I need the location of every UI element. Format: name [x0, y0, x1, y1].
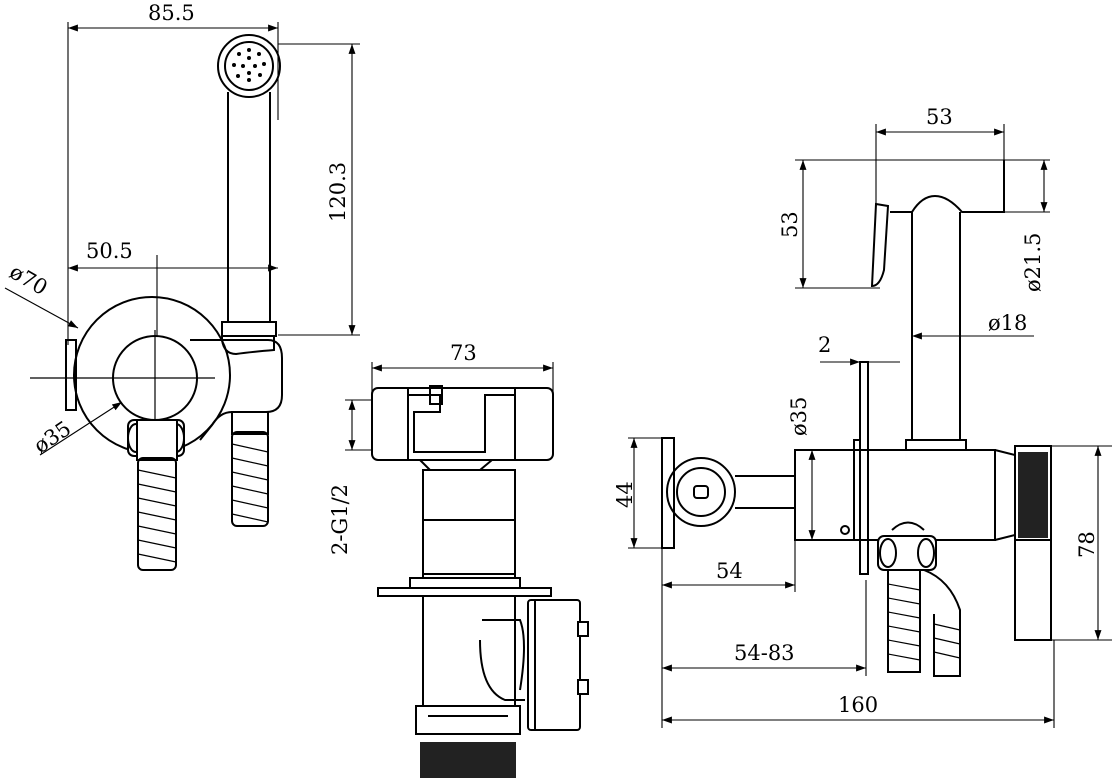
right-hose: [887, 569, 961, 677]
dim-label-dia70: ø70: [6, 260, 52, 300]
spray-nozzle-holes: [232, 48, 266, 82]
left-front-view: 85.5 120.3 50.5 ø70 ø35: [4, 1, 360, 571]
dim-label-dia18: ø18: [988, 311, 1027, 335]
dim-label-dia35-left: ø35: [29, 416, 75, 458]
left-hose: [137, 431, 269, 571]
dim-label-2: 2: [818, 333, 831, 357]
dim-label-54-83: 54-83: [734, 641, 795, 665]
dim-label-53-v: 53: [778, 211, 802, 238]
dim-label-54: 54: [716, 559, 743, 583]
dim-label-dia21-5: ø21.5: [1021, 233, 1045, 292]
dim-label-thread: 2-G1/2: [328, 484, 352, 555]
dim-label-120-3: 120.3: [326, 162, 350, 222]
middle-side-view: 73 2-G1/2: [328, 341, 589, 778]
dim-label-50-5: 50.5: [86, 239, 133, 263]
dim-label-85-5: 85.5: [148, 1, 195, 25]
dim-label-78: 78: [1075, 531, 1099, 558]
middle-knurled-cap: [420, 742, 516, 778]
right-knurled-handle: [1018, 452, 1048, 538]
dim-label-dia35-right: ø35: [787, 397, 811, 436]
dim-label-53-h: 53: [926, 105, 953, 129]
right-assembly-view: 53 53 ø21.5 ø18 2 ø35 44 54: [613, 105, 1112, 728]
dim-label-160: 160: [838, 693, 878, 717]
dim-label-73: 73: [450, 341, 477, 365]
dim-label-44: 44: [613, 481, 637, 508]
